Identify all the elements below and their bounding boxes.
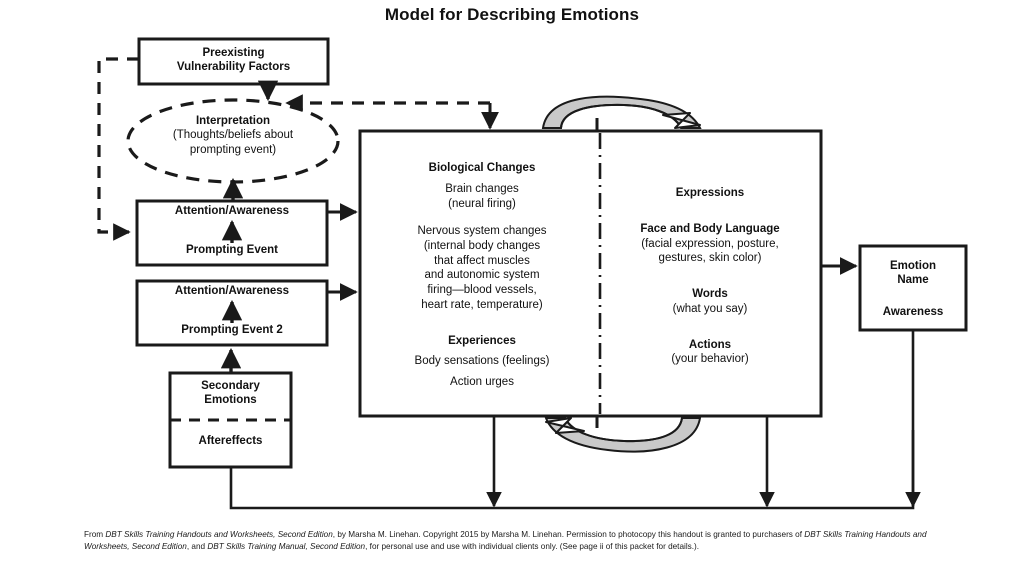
footer-seg-1: From xyxy=(84,530,106,539)
left-body-firing-blood: firing—blood vessels, xyxy=(427,284,537,297)
left-body-affect-muscles: that affect muscles xyxy=(434,254,530,267)
emotion-name-line-1: Emotion xyxy=(890,260,936,272)
vulnerability-line-2: Vulnerability Factors xyxy=(176,61,291,74)
node-prompting-event-label-top: Attention/Awareness xyxy=(137,204,327,218)
right-body-your-behavior: (your behavior) xyxy=(671,353,749,366)
footer-seg-2-italic: DBT Skills Training Handouts and Workshe… xyxy=(105,530,333,539)
node-vulnerability-label: Preexisting Vulnerability Factors xyxy=(139,46,328,74)
interpretation-sub-2: prompting event) xyxy=(189,143,277,156)
node-prompting-event-label-bottom: Prompting Event xyxy=(137,243,327,257)
left-body-body-sensations: Body sensations (feelings) xyxy=(414,355,550,368)
emotion-name-line-3: Awareness xyxy=(882,306,944,318)
secondary-line-2: Emotions xyxy=(204,394,257,407)
right-body-what-you-say: (what you say) xyxy=(672,302,748,315)
node-prompting-event-2-label-bottom: Prompting Event 2 xyxy=(137,323,327,337)
right-heading-face-body: Face and Body Language xyxy=(640,222,780,235)
main-box-left-column: Biological Changes Brain changes (neural… xyxy=(368,162,596,390)
interpretation-title: Interpretation xyxy=(195,115,271,127)
prompting-2-line-2: Prompting Event 2 xyxy=(181,324,283,336)
arc-arrow-bottom xyxy=(544,417,702,453)
source-credit-footer: From DBT Skills Training Handouts and Wo… xyxy=(84,529,942,552)
right-body-gestures: gestures, skin color) xyxy=(658,252,762,265)
node-aftereffects-label: Aftereffects xyxy=(170,434,291,448)
right-heading-words: Words xyxy=(692,288,728,301)
left-heading-biological: Biological Changes xyxy=(428,162,536,174)
left-body-internal-body: (internal body changes xyxy=(423,239,541,252)
footer-seg-4-italic: DBT Skills Training Handouts and Workshe… xyxy=(84,530,927,551)
left-body-heart-rate: heart rate, temperature) xyxy=(421,298,543,311)
node-emotion-name-box xyxy=(858,244,968,332)
left-body-action-urges: Action urges xyxy=(450,376,514,389)
connector-vulnerability-to-prompting-dashed xyxy=(97,57,139,241)
node-interpretation-label: Interpretation (Thoughts/beliefs about p… xyxy=(128,114,338,157)
vulnerability-line-1: Preexisting xyxy=(202,47,265,59)
main-response-box xyxy=(358,129,823,418)
main-box-right-column: Expressions Face and Body Language (faci… xyxy=(606,187,814,367)
prompting-1-line-2: Prompting Event xyxy=(185,244,278,256)
left-body-nervous-system: Nervous system changes xyxy=(417,225,547,238)
right-heading-actions: Actions xyxy=(688,338,732,351)
right-heading-expressions: Expressions xyxy=(675,187,745,199)
secondary-line-3: Aftereffects xyxy=(198,435,263,447)
left-body-autonomic: and autonomic system xyxy=(424,269,540,282)
connector-bottom-feedback-rail xyxy=(229,330,915,510)
emotion-name-line-2: Name xyxy=(897,274,929,287)
footer-seg-7: , for personal use and use with individu… xyxy=(365,541,700,551)
interpretation-sub-1: (Thoughts/beliefs about xyxy=(172,129,294,142)
node-secondary-emotions-label: Secondary Emotions xyxy=(170,379,291,407)
prompting-1-line-1: Attention/Awareness xyxy=(174,205,290,217)
footer-seg-6-italic: DBT Skills Training Manual, Second Editi… xyxy=(207,541,366,551)
secondary-line-1: Secondary xyxy=(201,380,260,392)
left-heading-experiences: Experiences xyxy=(448,334,516,347)
node-emotion-name-label: Emotion Name xyxy=(860,259,966,287)
footer-seg-3: , by Marsha M. Linehan. Copyright 2015 b… xyxy=(332,530,805,539)
node-vulnerability-box xyxy=(137,37,330,86)
page-title: Model for Describing Emotions xyxy=(384,5,640,24)
left-body-brain-changes: Brain changes xyxy=(445,182,519,195)
node-emotion-awareness-label: Awareness xyxy=(860,305,966,319)
footer-seg-5: , and xyxy=(186,541,208,551)
prompting-2-line-1: Attention/Awareness xyxy=(174,285,290,297)
arc-arrow-top xyxy=(541,95,702,129)
node-prompting-event-2-label-top: Attention/Awareness xyxy=(137,284,327,298)
right-body-facial-expression: (facial expression, posture, xyxy=(641,237,779,250)
left-body-neural-firing: (neural firing) xyxy=(448,197,516,210)
